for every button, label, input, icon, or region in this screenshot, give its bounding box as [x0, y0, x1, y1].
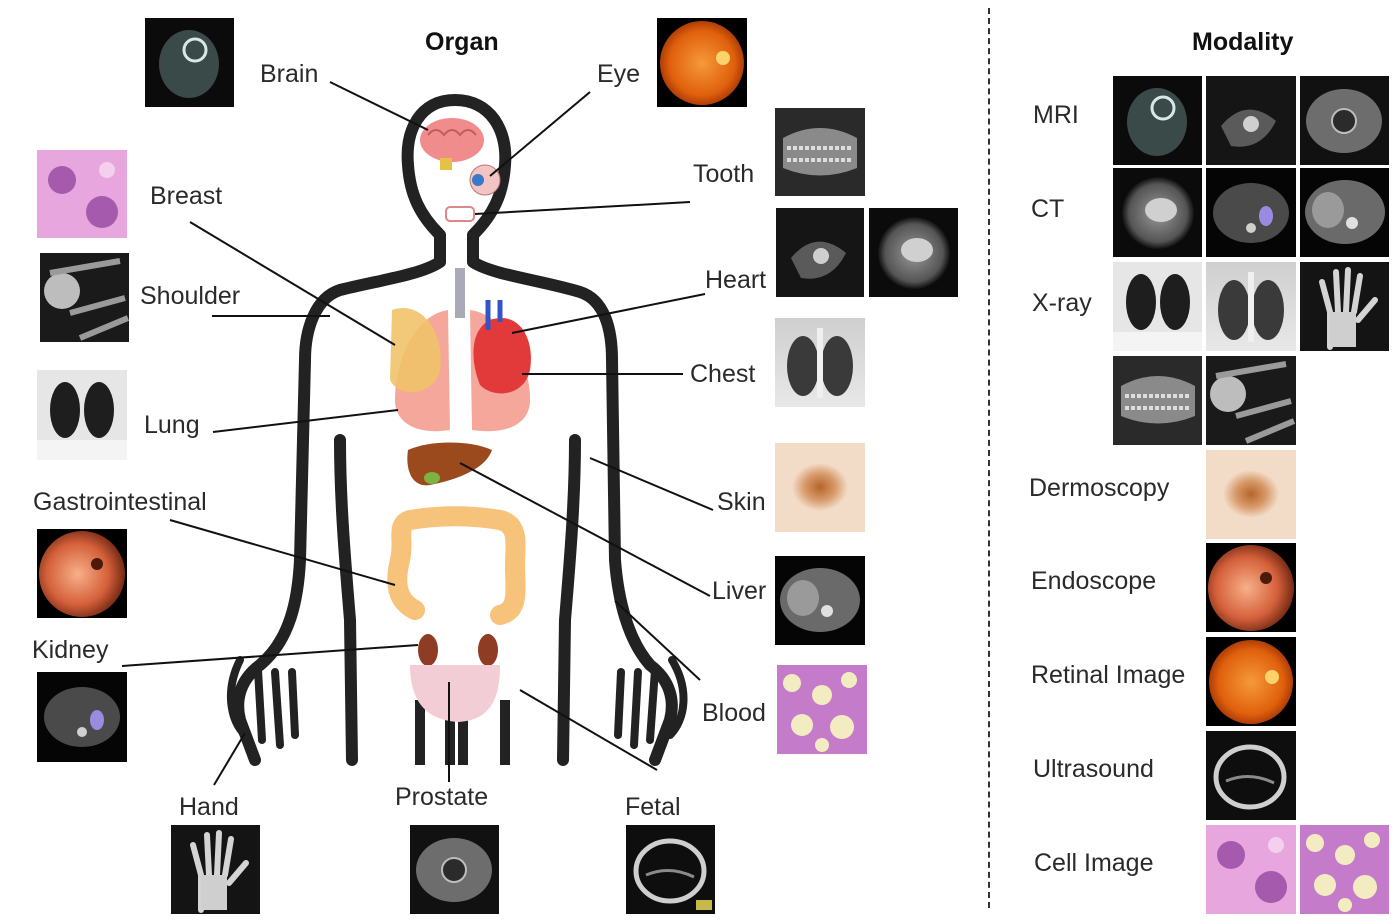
thumb-hand-xray	[171, 825, 260, 914]
trachea-illustration	[455, 268, 465, 318]
label-ct: CT	[1031, 195, 1065, 223]
kidney-illustration	[410, 634, 500, 722]
body-outline	[232, 94, 678, 766]
thumb-modality-cell-histology	[1206, 825, 1296, 914]
thumb-modality-endoscope	[1206, 543, 1296, 632]
teeth-illustration	[445, 206, 475, 222]
leader-lines	[121, 81, 714, 786]
thumb-breast-histology	[37, 150, 127, 238]
label-fetal: Fetal	[625, 793, 681, 821]
panel-divider	[988, 8, 990, 908]
thumb-chest-xray	[775, 318, 865, 407]
label-shoulder: Shoulder	[140, 282, 241, 310]
label-lung: Lung	[144, 411, 200, 439]
label-cell-image: Cell Image	[1034, 849, 1154, 877]
thumb-heart-ct	[869, 208, 958, 297]
label-heart: Heart	[705, 266, 767, 294]
eye-illustration	[469, 164, 501, 196]
thumb-fetal-ultrasound	[626, 825, 715, 914]
left-hand-outline	[226, 656, 299, 749]
thumb-modality-ct-liver	[1300, 168, 1389, 257]
thumb-tooth-xray	[775, 108, 865, 196]
body-inner-arms	[334, 434, 581, 766]
intestine-illustration	[387, 506, 526, 625]
thumb-shoulder-xray	[40, 253, 129, 342]
thumb-modality-xray-shoulder	[1206, 356, 1296, 445]
label-endoscope: Endoscope	[1031, 567, 1157, 595]
breast-illustration	[390, 308, 441, 393]
thumb-modality-ultrasound	[1206, 731, 1296, 820]
label-hand: Hand	[179, 793, 239, 821]
label-kidney: Kidney	[32, 636, 109, 664]
label-skin: Skin	[717, 488, 766, 516]
label-mri: MRI	[1033, 101, 1079, 129]
thumb-lung-xray	[37, 370, 127, 460]
label-breast: Breast	[150, 182, 223, 210]
liver-illustration	[407, 442, 492, 486]
heart-illustration	[473, 300, 531, 394]
label-ultrasound: Ultrasound	[1033, 755, 1154, 783]
label-blood: Blood	[702, 699, 766, 727]
thumb-gastrointestinal-endoscope	[37, 529, 127, 618]
label-xray: X-ray	[1032, 289, 1092, 317]
label-chest: Chest	[690, 360, 756, 388]
thumb-modality-xray-lung	[1113, 262, 1202, 351]
thumb-modality-ct-kidney	[1206, 168, 1296, 257]
thumb-eye-retina	[657, 18, 747, 107]
thumb-modality-cell-blood	[1300, 825, 1389, 914]
thumb-skin-dermoscopy	[775, 443, 865, 532]
thumb-brain-mri	[145, 18, 234, 107]
thumb-modality-xray-chest	[1206, 262, 1296, 351]
label-liver: Liver	[712, 577, 767, 605]
thumb-modality-retinal	[1206, 637, 1296, 726]
thumb-modality-xray-tooth	[1113, 356, 1202, 445]
right-hand-outline	[614, 656, 688, 749]
thumb-modality-dermoscopy	[1206, 450, 1296, 539]
thumb-heart-mri	[776, 208, 864, 297]
thumb-modality-xray-hand	[1300, 262, 1389, 351]
thumb-liver-ct	[775, 556, 865, 645]
label-gastrointestinal: Gastrointestinal	[33, 488, 207, 516]
label-prostate: Prostate	[395, 783, 489, 811]
thumb-kidney-ct	[37, 672, 127, 762]
label-eye: Eye	[597, 60, 641, 88]
brain-illustration	[420, 118, 484, 170]
thumb-modality-ct-heart	[1113, 168, 1202, 257]
label-brain: Brain	[260, 60, 319, 88]
organ-panel-title: Organ	[425, 28, 499, 56]
body-legs	[415, 700, 510, 765]
thumb-blood-histology	[777, 665, 867, 754]
thumb-modality-mri-heart	[1206, 76, 1296, 165]
modality-panel-title: Modality	[1192, 28, 1294, 56]
thumb-modality-mri-brain	[1113, 76, 1202, 165]
thumb-modality-mri-prostate	[1300, 76, 1389, 165]
label-dermoscopy: Dermoscopy	[1029, 474, 1170, 502]
label-retinal-image: Retinal Image	[1031, 661, 1186, 689]
label-tooth: Tooth	[693, 160, 755, 188]
thumb-prostate-mri	[410, 825, 499, 914]
